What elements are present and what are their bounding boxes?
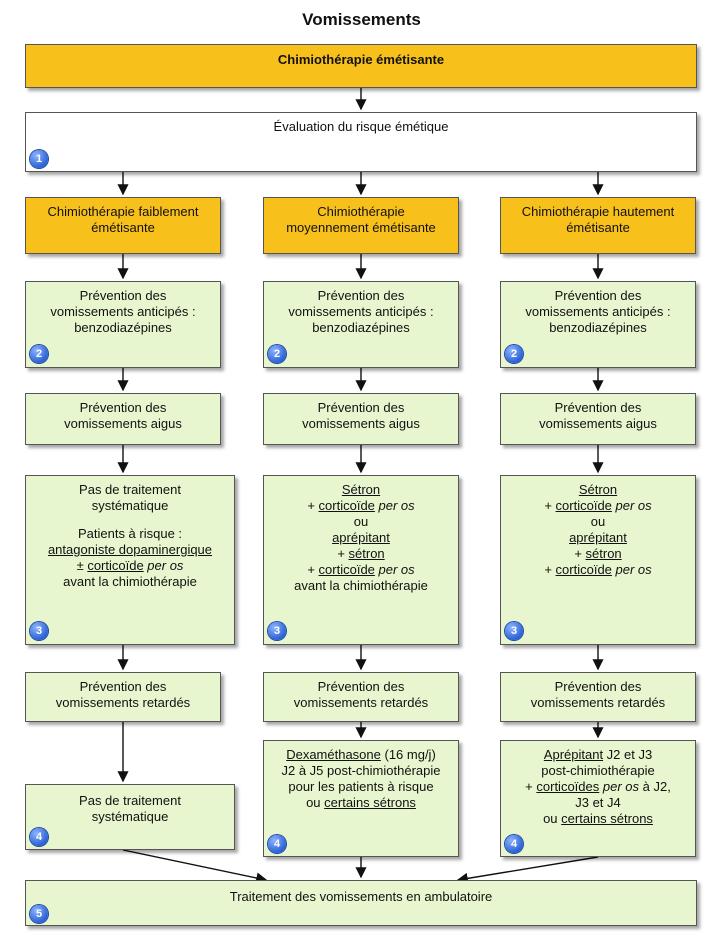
prevention-anticipes-col3: Prévention des vomissements anticipés : … <box>500 281 696 368</box>
prevention-anticipes-col1: Prévention des vomissements anticipés : … <box>25 281 221 368</box>
evaluation-box: Évaluation du risque émétique 1 <box>25 112 697 172</box>
category-faiblement: Chimiothérapie faiblement émétisante <box>25 197 221 254</box>
step-badge-3: 3 <box>30 622 48 640</box>
traitement-retarde-col1: Pas de traitement systématique 4 <box>25 784 235 850</box>
prevention-aigus-col2: Prévention des vomissements aigus <box>263 393 459 445</box>
traitement-retarde-col3: Aprépitant J2 et J3 post-chimiothérapie … <box>500 740 696 857</box>
traitement-retarde-col2: Dexaméthasone (16 mg/j) J2 à J5 post-chi… <box>263 740 459 857</box>
traitement-aigu-col2: Sétron + corticoïde per os ou aprépitant… <box>263 475 459 645</box>
step-badge-4: 4 <box>505 835 523 853</box>
prevention-aigus-col3: Prévention des vomissements aigus <box>500 393 696 445</box>
prevention-anticipes-col2: Prévention des vomissements anticipés : … <box>263 281 459 368</box>
category-moyennement: Chimiothérapie moyennement émétisante <box>263 197 459 254</box>
category-hautement: Chimiothérapie hautement émétisante <box>500 197 696 254</box>
step-badge-3: 3 <box>268 622 286 640</box>
traitement-aigu-col1: Pas de traitement systématique Patients … <box>25 475 235 645</box>
step-badge-3: 3 <box>505 622 523 640</box>
traitement-aigu-col3: Sétron + corticoïde per os ou aprépitant… <box>500 475 696 645</box>
step-badge-4: 4 <box>30 828 48 846</box>
step-badge-5: 5 <box>30 905 48 923</box>
top-box-chimio-emetisante: Chimiothérapie émétisante <box>25 44 697 88</box>
prevention-retardes-col2: Prévention des vomissements retardés <box>263 672 459 722</box>
step-badge-1: 1 <box>30 150 48 168</box>
prevention-retardes-col1: Prévention des vomissements retardés <box>25 672 221 722</box>
page-title: Vomissements <box>302 10 421 29</box>
step-badge-4: 4 <box>268 835 286 853</box>
prevention-aigus-col1: Prévention des vomissements aigus <box>25 393 221 445</box>
step-badge-2: 2 <box>30 345 48 363</box>
traitement-ambulatoire-box: Traitement des vomissements en ambulatoi… <box>25 880 697 926</box>
prevention-retardes-col3: Prévention des vomissements retardés <box>500 672 696 722</box>
step-badge-2: 2 <box>505 345 523 363</box>
step-badge-2: 2 <box>268 345 286 363</box>
